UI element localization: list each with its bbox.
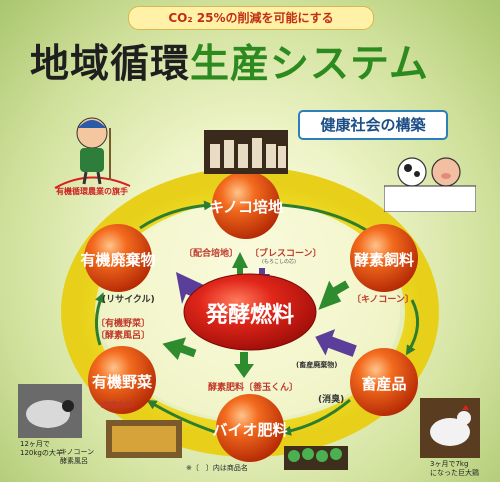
node-bio-label: バイオ肥料: [212, 421, 287, 439]
subtitle-box: 健康社会の構築: [298, 110, 448, 140]
cow-caption: 12ヶ月で 120kgの大羊: [20, 440, 63, 458]
co2-banner: CO₂ 25%の削減を可能にする: [128, 6, 374, 30]
chicken-caption-line1: 3ヶ月で7kg: [430, 460, 469, 468]
label-healthy: (健康食品): [100, 401, 135, 409]
mascot-caption: 有機循環農業の旗手: [56, 187, 128, 196]
cow-photo: [18, 384, 82, 438]
node-feed: 酵素飼料: [350, 224, 418, 292]
arrow-livestock-center: [315, 329, 357, 357]
label-bresscorn-sub: (もろこしの芯): [262, 259, 296, 265]
arrow-feed-livestock: [405, 299, 420, 356]
arrow-center-mushroom: [232, 252, 248, 284]
mushroom-photo: [204, 130, 288, 174]
label-medium: 〔配合培地〕: [184, 249, 239, 259]
node-feed-label: 酵素飼料: [354, 251, 414, 269]
chicken-photo: [420, 398, 480, 458]
arrow-center-bio: [234, 352, 254, 378]
label-veg2: 〔酵素風呂〕: [96, 331, 151, 341]
label-kinokorn: 〔キノコーン〕: [352, 295, 414, 305]
mascot-illustration: [54, 117, 131, 189]
inner-arrows: [162, 252, 357, 378]
center-ellipse: [183, 273, 317, 351]
arrow-center-vegetables: [162, 337, 197, 360]
mascot-cap: [78, 120, 106, 128]
mascot-sign-arc: [54, 176, 131, 189]
main-title: 地域循環生産システム: [30, 36, 500, 94]
label-bresscorn: 〔ブレスコーン〕: [250, 249, 322, 259]
node-waste-label: 有機廃棄物: [80, 251, 155, 269]
cow-caption-line2: 120kgの大羊: [20, 449, 63, 457]
label-veg1: 〔有機野菜〕: [96, 319, 151, 329]
arrow-waste-mushroom: [139, 200, 214, 230]
bath-photo: [106, 420, 182, 458]
node-livestock: 畜産品: [350, 348, 418, 416]
title-part2: 生産システム: [190, 42, 429, 87]
vegetables-photo: [284, 446, 348, 470]
arrow-livestock-bio: [281, 398, 351, 436]
node-mushroom-label: キノコ培地: [209, 198, 283, 216]
arrow-bio-vegetables: [146, 399, 216, 434]
mascot-body: [80, 148, 104, 172]
chicken-caption: 3ヶ月で7kg になった巨大鶏: [430, 460, 479, 478]
arrow-waste-center: [176, 272, 206, 304]
node-mushroom: キノコ培地: [209, 171, 283, 239]
label-livestock-waste: (畜産廃棄物): [296, 361, 338, 369]
node-livestock-label: 畜産品: [361, 375, 406, 393]
label-deodor: (消臭): [318, 395, 345, 405]
label-recycle: (リサイクル): [102, 295, 155, 305]
cow-pig-illustration: [384, 157, 476, 212]
arrow-center-feed: [318, 280, 350, 310]
bath-caption: キノコーン 酵素風呂: [60, 448, 94, 466]
node-vegetables-label: 有機野菜: [92, 373, 152, 391]
node-bio: バイオ肥料: [212, 394, 288, 462]
center-label: 発酵燃料: [205, 302, 294, 328]
node-vegetables: 有機野菜: [88, 346, 156, 414]
node-waste: 有機廃棄物: [80, 224, 156, 292]
label-fertilizer: 酵素肥料〔善玉くん〕: [208, 383, 299, 393]
chicken-caption-line2: になった巨大鶏: [430, 469, 479, 477]
bath-caption-line2: 酵素風呂: [60, 457, 88, 465]
cow-caption-line1: 12ヶ月で: [20, 440, 50, 448]
bath-caption-line1: キノコーン: [60, 448, 95, 456]
title-part1: 地域循環: [30, 42, 191, 87]
arrow-vegetables-waste: [95, 292, 105, 346]
footnote: ※〔 〕内は商品名: [186, 464, 248, 472]
